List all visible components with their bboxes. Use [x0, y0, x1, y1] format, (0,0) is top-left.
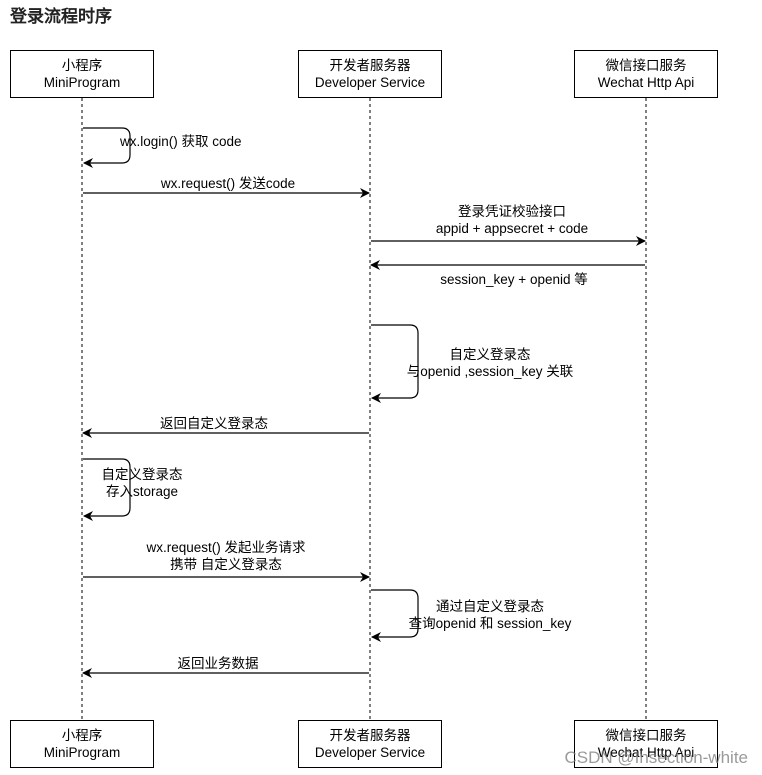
message-send-code: wx.request() 发送code [161, 175, 295, 192]
message-line: session_key + openid 等 [440, 272, 588, 287]
message-line: 自定义登录态 [101, 467, 183, 482]
message-line: appid + appsecret + code [435, 221, 589, 236]
watermark: CSDN @Insection-white [564, 748, 748, 767]
actor-subtitle: MiniProgram [43, 75, 121, 90]
message-wx-login: wx.login() 获取 code [120, 133, 242, 150]
message-line: 自定义登录态 [449, 347, 531, 362]
message-line: 查询openid 和 session_key [408, 616, 572, 631]
message-return-business-data: 返回业务数据 [178, 655, 259, 672]
actor-wechat-api-top: 微信接口服务 Wechat Http Api [574, 50, 718, 98]
actor-subtitle: MiniProgram [43, 745, 121, 760]
message-line: wx.request() 发起业务请求 [146, 540, 306, 555]
actor-name: 开发者服务器 [329, 58, 411, 73]
actor-subtitle: Wechat Http Api [597, 75, 695, 90]
page-title: 登录流程时序 [10, 7, 112, 27]
message-line: 携带 自定义登录态 [170, 557, 282, 572]
message-return-custom-state: 返回自定义登录态 [160, 415, 268, 432]
message-line: 返回业务数据 [177, 656, 259, 671]
actor-subtitle: Developer Service [314, 75, 426, 90]
message-line: wx.request() 发送code [160, 176, 296, 191]
actor-name: 微信接口服务 [605, 728, 687, 743]
message-query-openid: 通过自定义登录态 查询openid 和 session_key [409, 598, 572, 632]
message-store-storage: 自定义登录态 存入storage [102, 466, 183, 500]
arrow-store-storage [83, 458, 131, 521]
actor-name: 小程序 [61, 728, 103, 743]
arrow-wx-login [83, 127, 131, 168]
message-line: 与openid ,session_key 关联 [406, 364, 574, 379]
actor-subtitle: Wechat Http Api [597, 745, 695, 760]
actor-subtitle: Developer Service [314, 745, 426, 760]
actor-miniprogram-top: 小程序 MiniProgram [10, 50, 154, 98]
message-line: 登录凭证校验接口 [458, 204, 566, 219]
message-custom-state: 自定义登录态 与openid ,session_key 关联 [407, 346, 574, 380]
arrow-query-openid [371, 589, 419, 642]
actor-name: 开发者服务器 [329, 728, 411, 743]
message-return-session: session_key + openid 等 [440, 271, 587, 288]
message-line: 存入storage [105, 484, 179, 499]
actor-name: 微信接口服务 [605, 58, 687, 73]
arrow-custom-state [371, 324, 419, 403]
message-line: 返回自定义登录态 [160, 416, 268, 431]
message-business-request: wx.request() 发起业务请求 携带 自定义登录态 [146, 539, 305, 573]
message-line: wx.login() 获取 code [120, 134, 242, 149]
actor-wechat-api-bottom: 微信接口服务 Wechat Http Api [574, 720, 718, 768]
actor-name: 小程序 [61, 58, 103, 73]
actor-developer-service-top: 开发者服务器 Developer Service [298, 50, 442, 98]
actor-developer-service-bottom: 开发者服务器 Developer Service [298, 720, 442, 768]
message-verify-login: 登录凭证校验接口 appid + appsecret + code [436, 203, 588, 237]
actor-miniprogram-bottom: 小程序 MiniProgram [10, 720, 154, 768]
message-line: 通过自定义登录态 [436, 599, 544, 614]
